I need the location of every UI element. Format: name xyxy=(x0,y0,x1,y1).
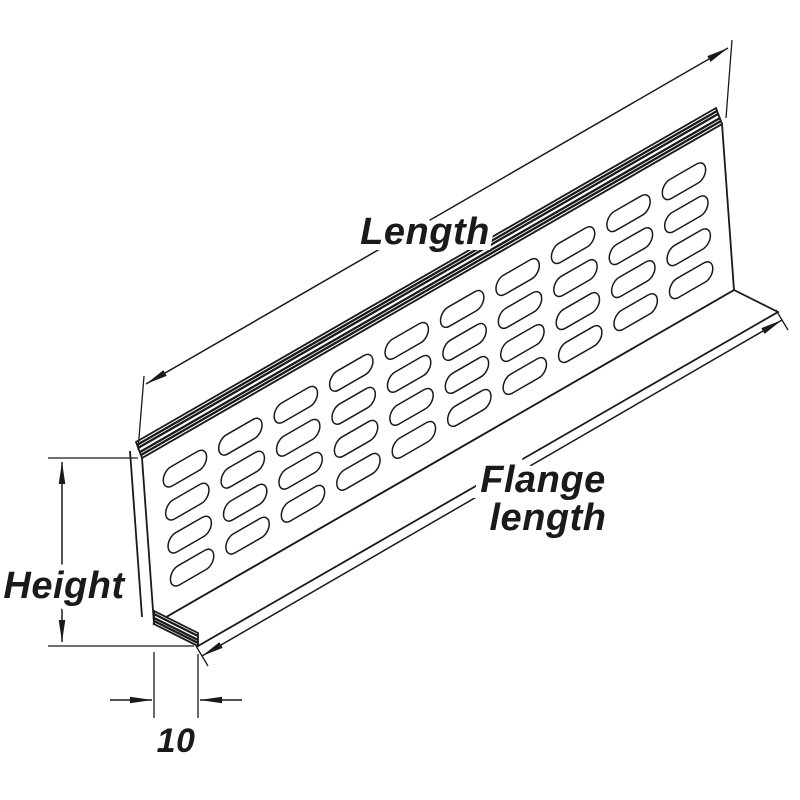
flange-length-label-line2: length xyxy=(490,497,607,539)
length-extension-right xyxy=(725,39,733,119)
length-extension-left xyxy=(137,375,145,451)
length-label: Length xyxy=(360,211,490,253)
grille-part xyxy=(130,108,778,646)
bottom-flange-end-section xyxy=(153,609,199,648)
flange-length-dimension-line xyxy=(201,319,783,657)
height-label: Height xyxy=(3,565,125,607)
length-dimension: Length xyxy=(137,39,733,451)
grille-back-edge xyxy=(129,450,143,618)
flange-depth-dimension: 10 xyxy=(110,652,242,766)
flange-depth-label: 10 xyxy=(157,722,196,760)
flange-length-label-line1: Flange xyxy=(480,459,605,501)
flange-length-dimension: Flange length xyxy=(195,309,789,667)
height-dimension: Height xyxy=(0,457,194,647)
